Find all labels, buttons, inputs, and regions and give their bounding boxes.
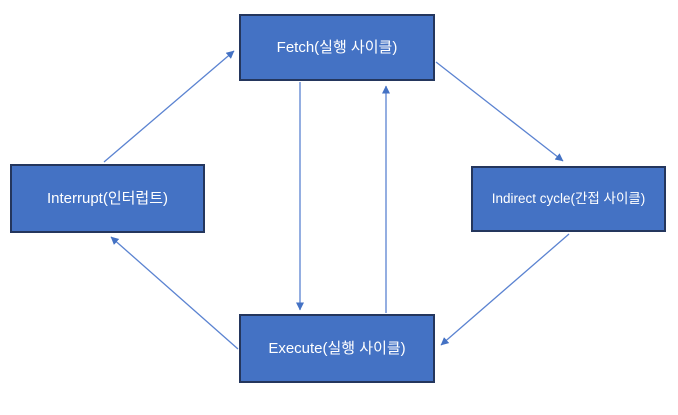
node-interrupt-label: Interrupt(인터럽트) bbox=[46, 189, 169, 207]
node-interrupt: Interrupt(인터럽트) bbox=[10, 164, 205, 233]
node-execute-label: Execute(실행 사이클) bbox=[268, 339, 406, 357]
node-fetch: Fetch(실행 사이클) bbox=[239, 14, 435, 81]
arrow-fetch-to-indirect bbox=[435, 61, 564, 162]
arrow-indirect-to-execute bbox=[440, 233, 570, 346]
arrow-interrupt-to-fetch bbox=[103, 50, 235, 163]
node-indirect-cycle: Indirect cycle(간접 사이클) bbox=[471, 166, 666, 232]
node-fetch-label: Fetch(실행 사이클) bbox=[276, 38, 398, 56]
arrow-execute-to-interrupt bbox=[110, 236, 239, 350]
node-execute: Execute(실행 사이클) bbox=[239, 314, 435, 383]
node-indirect-cycle-label: Indirect cycle(간접 사이클) bbox=[491, 190, 646, 206]
